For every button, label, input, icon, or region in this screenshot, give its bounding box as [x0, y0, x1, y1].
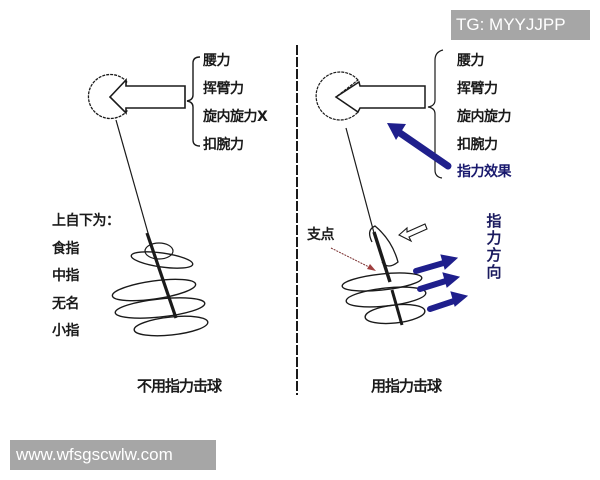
- finger-label-ring: 无名: [52, 296, 80, 312]
- left-force-label-arm-swing: 挥臂力: [203, 81, 244, 97]
- outline-arrow-left-icon: [398, 223, 428, 243]
- right-force-label-wrist-snap: 扣腕力: [457, 137, 498, 153]
- finger-label-middle: 中指: [52, 268, 80, 284]
- left-force-label-wrist-snap: 扣腕力: [203, 137, 244, 153]
- left-force-label-waist: 腰力: [203, 53, 231, 69]
- right-force-label-arm-swing: 挥臂力: [457, 81, 498, 97]
- finger-effect-label: 指力效果: [457, 164, 512, 180]
- watermark-tg: TG: MYYJJPP: [451, 10, 590, 40]
- left-ball-arrow-icon: [87, 73, 186, 120]
- finger-effect-arrow-icon: [387, 123, 452, 170]
- left-force-label-pronation: 旋内旋力X: [203, 109, 268, 125]
- right-ball-arrow-icon: [315, 71, 426, 121]
- finger-order-header: 上自下为：: [52, 213, 120, 229]
- left-brace-icon: [186, 56, 201, 147]
- fulcrum-pointer-icon: [330, 247, 376, 271]
- watermark-url: www.wfsgscwlw.com: [10, 440, 216, 470]
- finger-direction-label: 指力方向: [486, 212, 502, 281]
- left-hand-grip-icon: [111, 119, 209, 337]
- finger-label-little: 小指: [52, 323, 80, 339]
- right-brace-icon: [427, 49, 444, 179]
- right-hand-grip-icon: [341, 127, 427, 326]
- right-caption: 用指力击球: [371, 377, 442, 395]
- right-force-label-pronation: 旋内旋力: [457, 109, 512, 125]
- finger-label-index: 食指: [52, 241, 80, 257]
- finger-direction-arrows-icon: [413, 254, 469, 312]
- left-caption: 不用指力击球: [137, 377, 222, 395]
- fulcrum-label: 支点: [307, 227, 335, 243]
- right-force-label-waist: 腰力: [457, 53, 485, 69]
